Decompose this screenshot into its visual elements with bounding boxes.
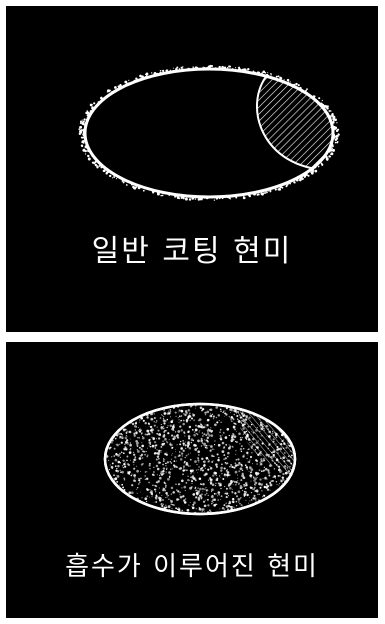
coated-rice-illustration [78,64,340,201]
absorbed-rice-illustration [103,402,297,516]
absorbed-speckle-fill [105,404,295,514]
caption-absorbed-rice: 흡수가 이루어진 현미 [65,552,319,582]
caption-coated-rice: 일반 코팅 현미 [91,234,293,269]
absorbed-brown-rice-panel: 흡수가 이루어진 현미 [6,342,378,618]
coated-brown-rice-panel: 일반 코팅 현미 [6,6,378,332]
